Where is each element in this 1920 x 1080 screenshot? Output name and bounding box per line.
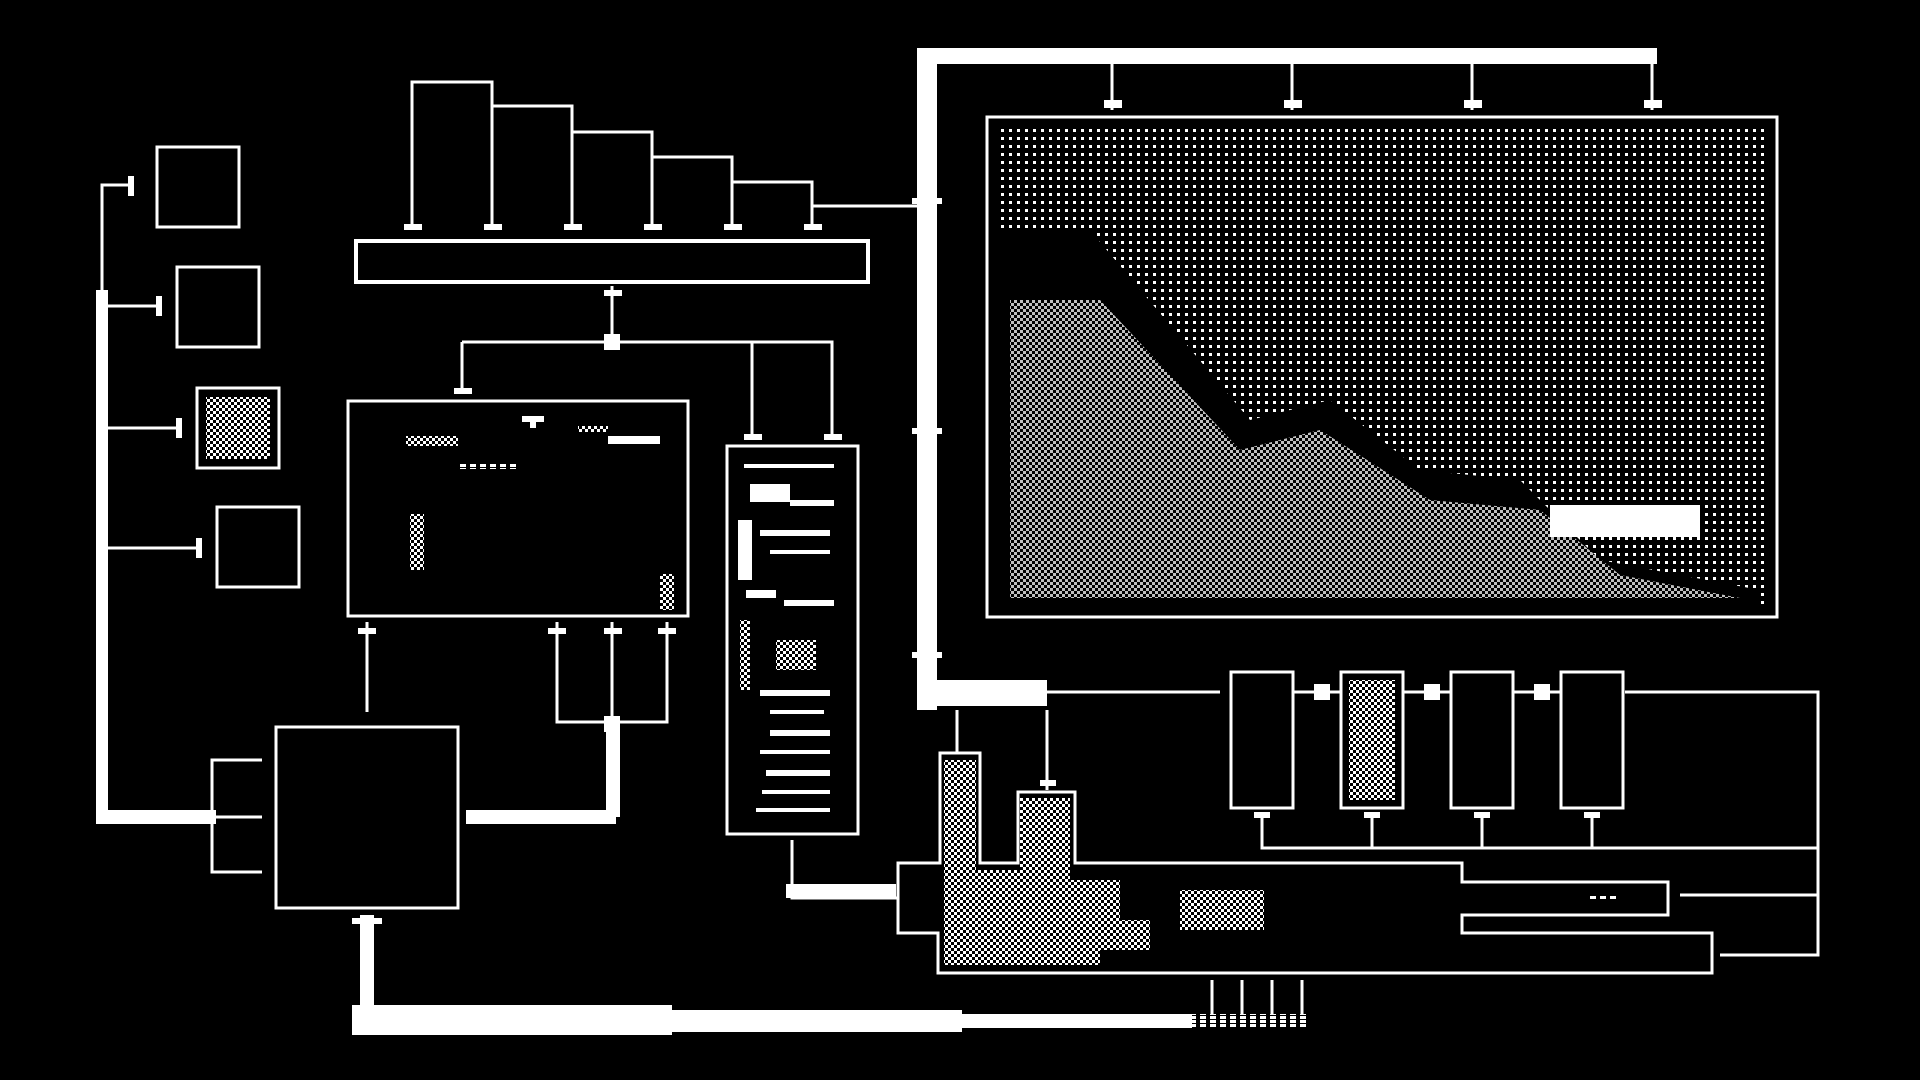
- module-square: [274, 725, 460, 910]
- cell-2-fill: [1349, 680, 1395, 800]
- main-trunk: [917, 55, 937, 710]
- pipe-right-down: [606, 722, 620, 817]
- cell-3: [1449, 670, 1515, 810]
- top-drops: [1110, 64, 1654, 110]
- left-bottom-pipe: [96, 810, 216, 824]
- tank-fill: [944, 760, 1150, 965]
- panel-small-2: [175, 265, 261, 349]
- bus-bar: [354, 239, 870, 284]
- stair-wire-4: [652, 155, 734, 230]
- stair-wire-1: [410, 80, 494, 230]
- stair-wire-3: [572, 130, 654, 230]
- screen-left: [346, 399, 690, 618]
- pipe-square-down: [360, 915, 374, 1005]
- wire-panel-1: [100, 183, 130, 290]
- tank-bottom-drops: [1210, 980, 1304, 1014]
- pipe-square-right: [466, 810, 616, 824]
- connector-ticks: [128, 100, 1662, 924]
- wires: [96, 48, 1820, 1035]
- screen-main-highlight: [1550, 505, 1700, 537]
- panel-small-4: [215, 505, 301, 589]
- tank-dots: [1590, 896, 1616, 900]
- tank-fill-right: [1180, 890, 1264, 930]
- cell-4: [1559, 670, 1625, 810]
- bottom-pipe-mid: [672, 1010, 962, 1032]
- right-loop: [1625, 690, 1820, 957]
- panel-small-3-fill: [206, 397, 270, 459]
- cell-1: [1229, 670, 1295, 810]
- bottom-pipe-dashes: [1192, 1014, 1310, 1028]
- cell-bottom-bus: [1260, 812, 1818, 850]
- screen-left-pixels: [406, 416, 674, 610]
- screen-main-mountain-texture: [1010, 300, 1740, 598]
- wire-square-bottom: [210, 817, 262, 874]
- stair-wire-5: [732, 180, 814, 230]
- bottom-pipe-thick: [352, 1005, 672, 1035]
- top-pipe: [917, 48, 1657, 64]
- bottom-pipe-thin: [962, 1014, 1192, 1028]
- pipe-trunk-right: [937, 680, 1047, 706]
- panel-small-1: [155, 145, 241, 229]
- pipe-tall-tank: [786, 884, 896, 898]
- left-spine: [96, 290, 108, 820]
- branch-wire: [462, 340, 834, 440]
- trunk-to-tank: [955, 710, 1049, 790]
- stair-wire-2: [492, 104, 574, 230]
- screen-tall-glitch: [738, 464, 834, 812]
- wire-square-top: [210, 758, 262, 817]
